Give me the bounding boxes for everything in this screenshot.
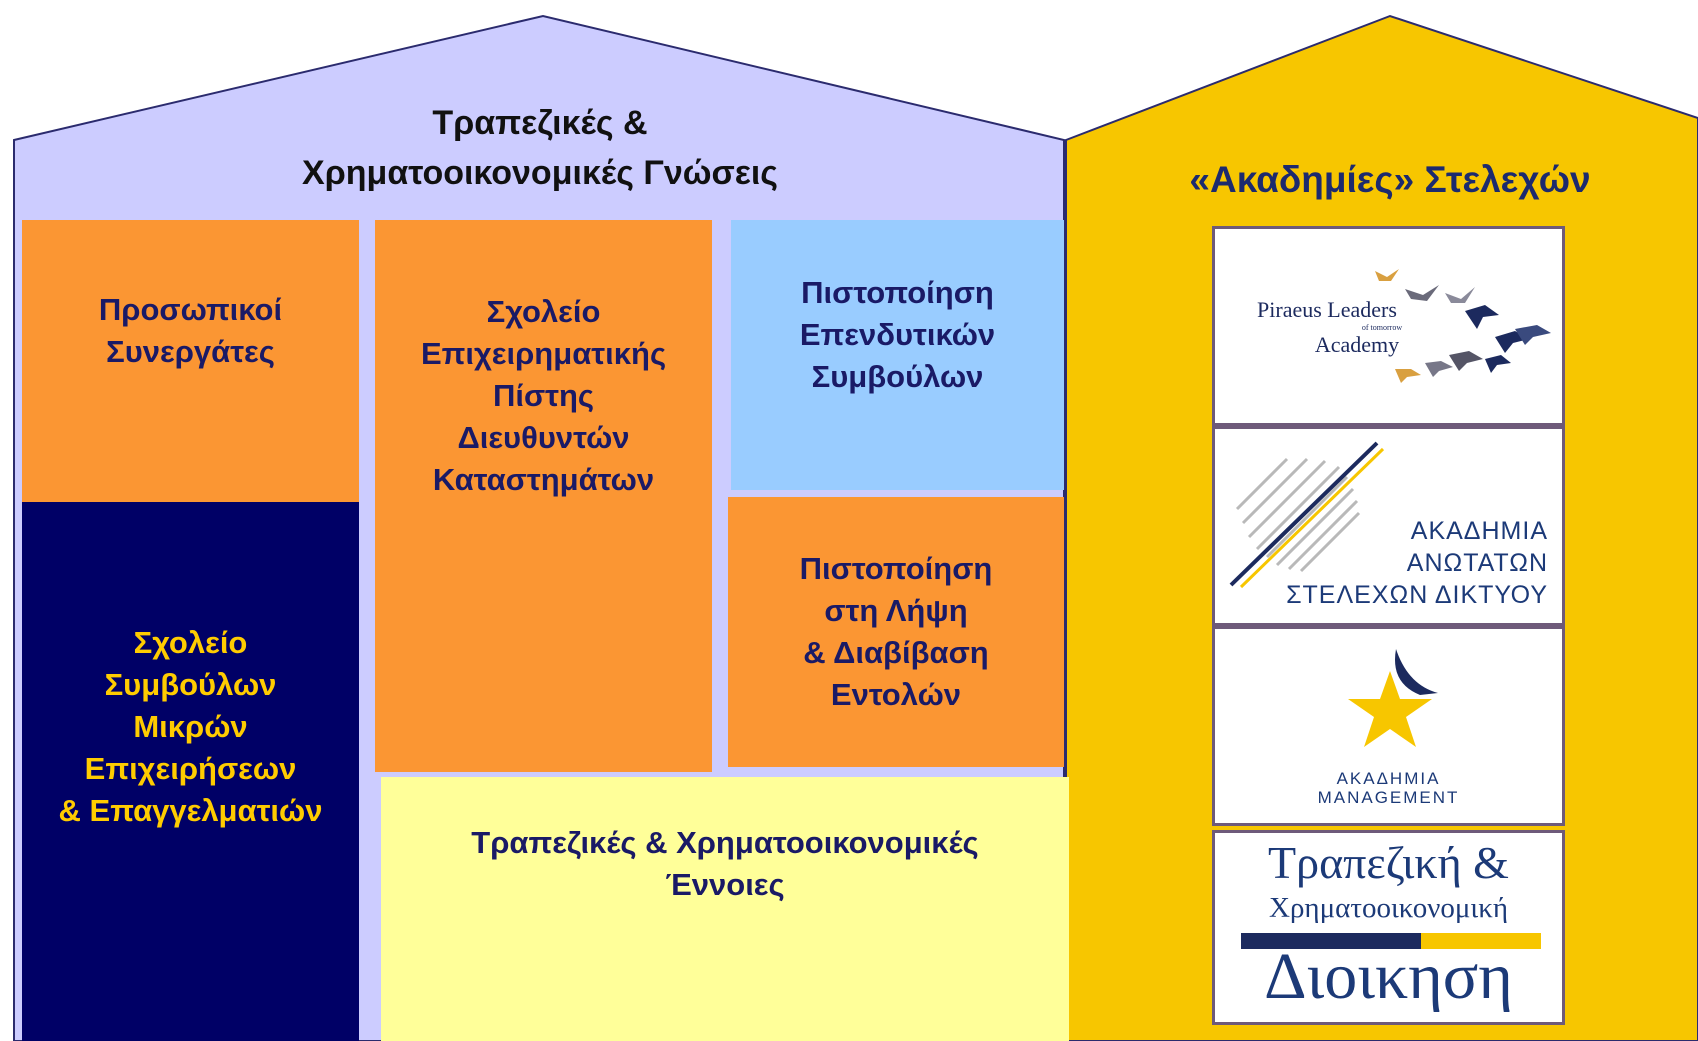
senior-network-line3: ΣΤΕΛΕΧΩΝ ΔΙΚΤΥΟΥ (1286, 581, 1548, 609)
senior-network-academy-card: ΑΚΑΔΗΜΙΑ ΑΝΩΤΑΤΩΝ ΣΤΕΛΕΧΩΝ ΔΙΚΤΥΟΥ (1212, 426, 1565, 626)
flying-birds-icon (1375, 269, 1551, 383)
piraeus-leaders-line1: Piraeus Leaders (1257, 297, 1397, 322)
piraeus-leaders-line3: Academy (1314, 332, 1400, 357)
management-line1: ΑΚΑΔΗΜΙΑ (1336, 769, 1441, 788)
senior-network-line1: ΑΚΑΔΗΜΙΑ (1410, 517, 1548, 545)
banking-finance-management-card: Τραπεζική & Χρηματοοικονομική Διοικηση (1212, 830, 1565, 1025)
banking-concepts-box: Τραπεζικές & Χρηματοοικονομικές Έννοιες (381, 777, 1069, 1041)
senior-network-academy-text: ΑΚΑΔΗΜΙΑ ΑΝΩΤΑΤΩΝ ΣΤΕΛΕΧΩΝ ΔΙΚΤΥΟΥ (1286, 515, 1548, 611)
left-house-title: Τραπεζικές & Χρηματοοικονομικές Γνώσεις (302, 104, 778, 192)
piraeus-leaders-academy-text: Piraeus Leaders of tomorrow Academy (1237, 297, 1417, 357)
banking-finance-accent-bar (1241, 933, 1541, 949)
star-icon (1348, 649, 1438, 747)
small-business-school-box: Σχολείο Συμβούλων Μικρών Επιχειρήσεων & … (22, 502, 359, 1041)
investment-advisors-cert-box: Πιστοποίηση Επενδυτικών Συμβούλων (731, 220, 1064, 490)
management-academy-card: ΑΚΑΔΗΜΙΑ MANAGEMENT (1212, 626, 1565, 826)
management-academy-text: ΑΚΑΔΗΜΙΑ MANAGEMENT (1215, 769, 1562, 807)
business-credit-school-box: Σχολείο Επιχειρηματικής Πίστης Διευθυντώ… (375, 220, 712, 772)
senior-network-line2: ΑΝΩΤΑΤΩΝ (1406, 549, 1548, 577)
banking-finance-line1: Τραπεζική & (1268, 837, 1509, 888)
piraeus-leaders-line2: of tomorrow (1361, 323, 1403, 332)
right-house-title: «Ακαδημίες» Στελεχών (1189, 159, 1591, 200)
management-line2: MANAGEMENT (1317, 788, 1460, 807)
order-cert-box: Πιστοποίηση στη Λήψη & Διαβίβαση Εντολών (728, 497, 1064, 767)
piraeus-leaders-academy-card: Piraeus Leaders of tomorrow Academy (1212, 226, 1565, 426)
banking-finance-line3: Διοικηση (1264, 940, 1513, 1013)
personal-partners-box: Προσωπικοί Συνεργάτες (22, 220, 359, 502)
diagonal-lines-icon (1229, 441, 1385, 589)
banking-finance-line2: Χρηματοοικονομική (1269, 892, 1508, 924)
